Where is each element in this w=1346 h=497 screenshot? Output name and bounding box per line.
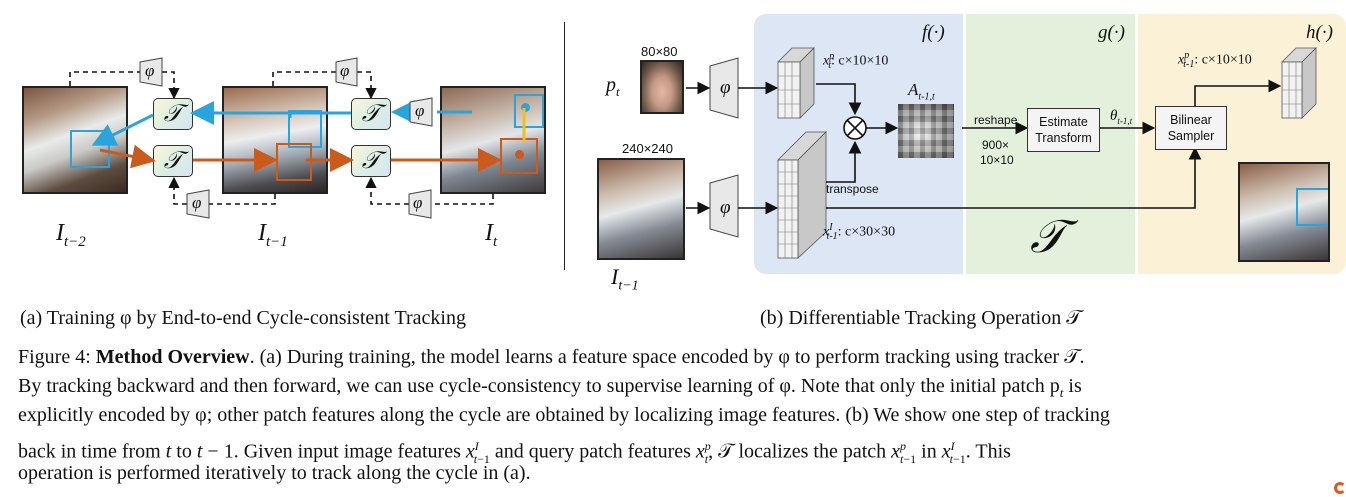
phi-trapezoid-mid-right: [409, 97, 433, 127]
panel-divider: [564, 22, 565, 270]
reshape-label: reshape: [974, 113, 1018, 127]
corner-logo-icon: [1334, 482, 1346, 494]
region-g-label: g(·): [1098, 22, 1125, 43]
image-label: It−1: [611, 264, 639, 294]
multiply-operator: [843, 116, 867, 140]
frame-label-t-minus-1: It−1: [258, 220, 288, 250]
phi-label-patch-encoder: φ: [720, 77, 731, 98]
phi-trapezoid-bottom-right: [408, 189, 432, 219]
phi-trapezoid-bottom-left: [186, 189, 210, 219]
tracker-box-top-right: 𝒯: [351, 98, 391, 130]
affinity-matrix: [898, 104, 954, 158]
panel-b-caption: (b) Differentiable Tracking Operation 𝒯: [760, 307, 1082, 329]
phi-label-mid-right: φ: [415, 101, 425, 120]
panel-a-caption: (a) Training φ by End-to-end Cycle-consi…: [20, 307, 466, 329]
output-image: [1238, 162, 1330, 262]
region-f-label: f(·): [922, 22, 945, 43]
output-feature-label: xpt-1: c×10×10: [1178, 50, 1252, 71]
frame-t-image: [440, 86, 546, 194]
patch-size-label: 80×80: [641, 44, 678, 59]
phi-label-top-right: φ: [340, 61, 350, 80]
phi-trapezoid-top-right: [335, 57, 358, 87]
feature-tensor-output: [1281, 47, 1317, 119]
tracker-box-top-left: 𝒯: [153, 98, 193, 130]
phi-label-bottom-right: φ: [413, 193, 423, 212]
figure-caption-line-1: Figure 4: Method Overview. (a) During tr…: [18, 346, 1085, 368]
panel-a-connectors: [69, 57, 526, 219]
panel-b-connectors: [686, 47, 1317, 259]
transpose-label: transpose: [826, 182, 879, 196]
figure-caption-line-2: By tracking backward and then forward, w…: [18, 375, 1082, 400]
phi-label-top-left: φ: [145, 61, 155, 80]
region-h-label: h(·): [1306, 22, 1333, 43]
feature-tensor-patch: [777, 47, 815, 119]
image-input: [597, 158, 685, 260]
patch-image: [640, 60, 684, 114]
tracker-symbol-large: 𝒯: [1030, 211, 1066, 262]
tracker-box-bottom-right: 𝒯: [351, 145, 391, 177]
frame-label-t: It: [485, 220, 498, 250]
figure-caption-line-5: operation is performed iteratively to tr…: [18, 462, 531, 484]
patch-label: pt: [606, 74, 620, 99]
phi-trapezoid-top-left: [139, 57, 163, 87]
phi-label-bottom-left: φ: [192, 193, 202, 212]
figure-caption-line-4: back in time from t to t − 1. Given inpu…: [18, 439, 1011, 466]
patch-feature-label: xpt: c×10×10: [823, 51, 889, 72]
image-feature-label: xIt-1: c×30×30: [823, 222, 896, 243]
reshape-dims-2: 10×10: [980, 153, 1014, 167]
image-size-label: 240×240: [622, 141, 673, 156]
figure-caption-line-3: explicitly encoded by φ; other patch fea…: [18, 404, 1110, 426]
feature-tensor-image: [777, 131, 827, 259]
affinity-label: At-1,t: [908, 80, 935, 103]
frame-label-t-minus-2: It−2: [56, 220, 86, 250]
reshape-dims-1: 900×: [982, 138, 1010, 152]
theta-label: θt-1,t: [1110, 108, 1133, 126]
phi-label-image-encoder: φ: [720, 197, 731, 218]
